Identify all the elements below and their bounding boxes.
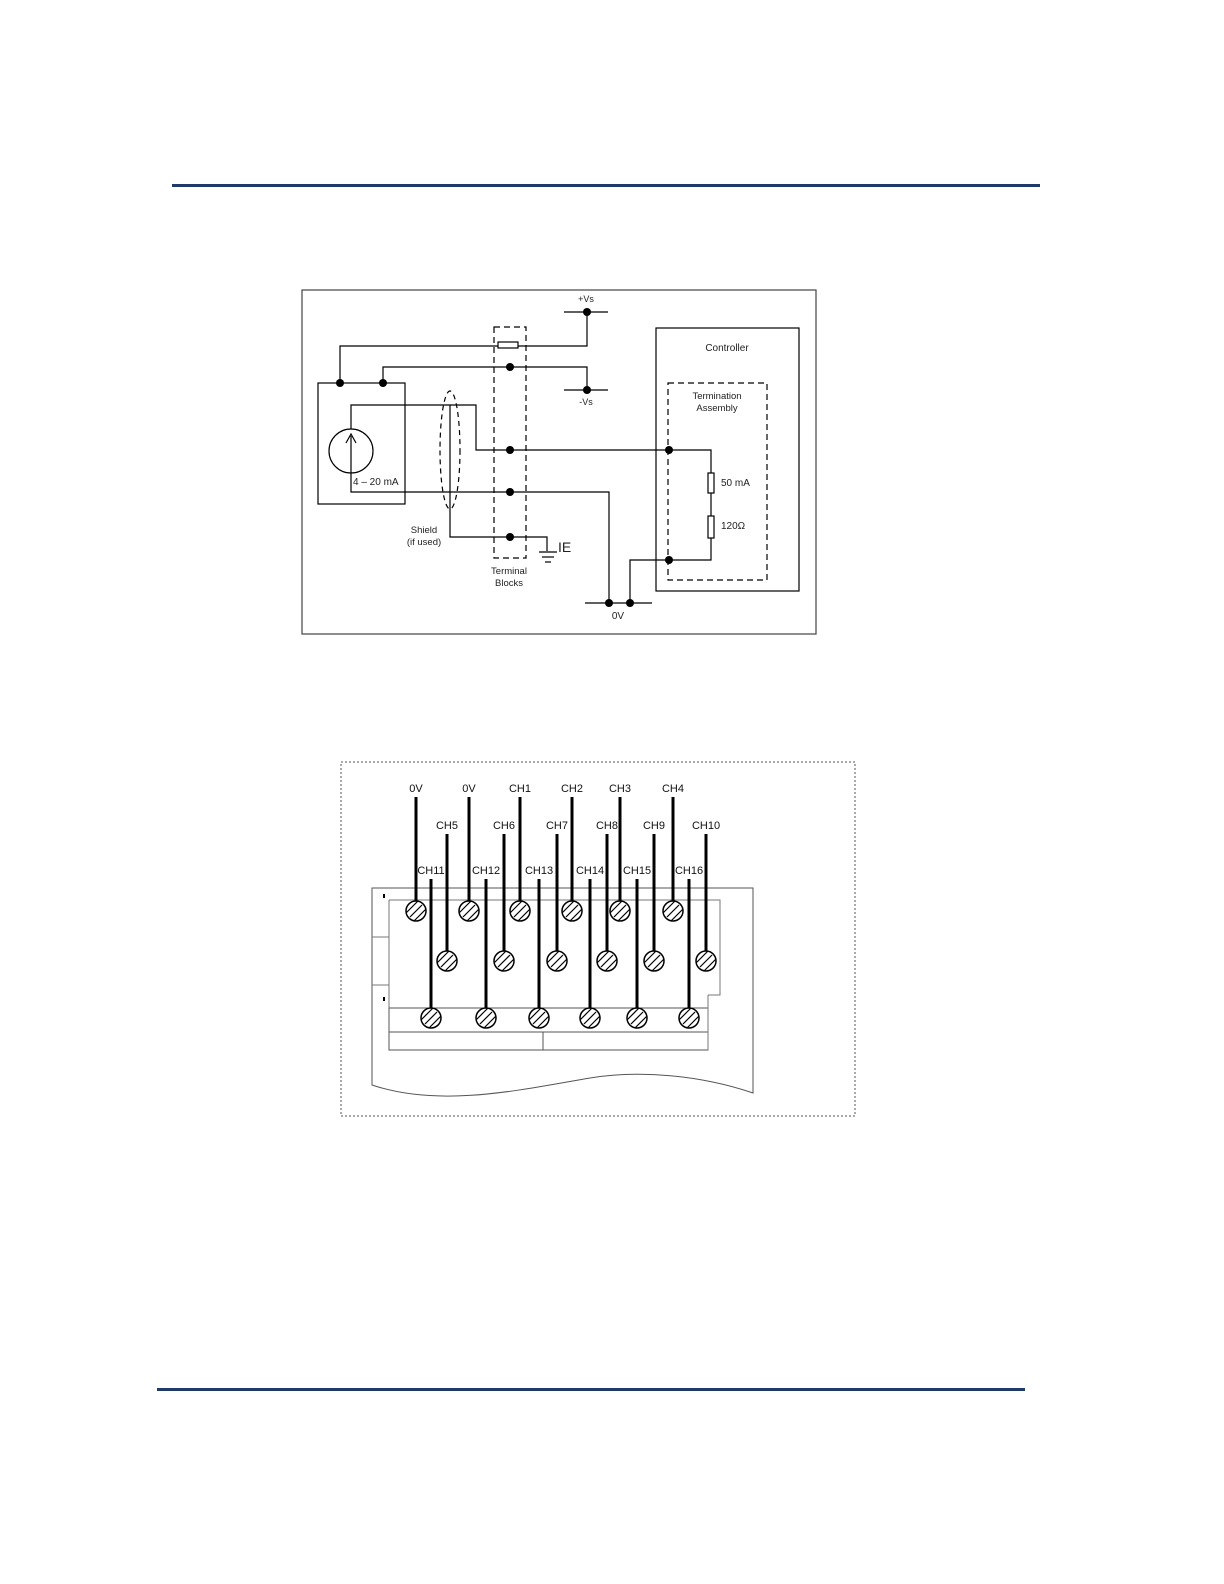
shield-label-2: (if used) xyxy=(407,537,441,548)
wiring-diagram xyxy=(302,290,816,634)
shield-label-1: Shield xyxy=(411,525,437,536)
figure-frame xyxy=(302,290,816,634)
terminal-blocks-label-1: Terminal xyxy=(491,566,527,577)
controller-label: Controller xyxy=(705,343,749,354)
fuse-symbol xyxy=(708,473,714,493)
resistor-symbol xyxy=(708,516,714,538)
terminal-label-middle: CH5 xyxy=(436,820,458,832)
terminal-label-middle: CH9 xyxy=(643,820,665,832)
terminal-label-bottom: CH15 xyxy=(623,865,651,877)
terminal-label-bottom: CH12 xyxy=(472,865,500,877)
terminal-label-top: CH1 xyxy=(509,783,531,795)
terminal-label-bottom: CH11 xyxy=(417,865,444,877)
terminal-diagram xyxy=(341,762,855,1116)
supply-negative-label: -Vs xyxy=(579,397,593,407)
terminal-label-top: 0V xyxy=(409,783,423,795)
terminal-label-top: 0V xyxy=(462,783,476,795)
figure-frame-2 xyxy=(341,762,855,1116)
terminal-label-middle: CH6 xyxy=(493,820,515,832)
terminal-label-top: CH2 xyxy=(561,783,583,795)
terminal-label-top: CH3 xyxy=(609,783,631,795)
terminal-label-top: CH4 xyxy=(662,783,684,795)
termination-assembly-label-1: Termination xyxy=(692,391,741,402)
source-label: 4 – 20 mA xyxy=(353,477,399,488)
terminal-label-bottom: CH13 xyxy=(525,865,553,877)
terminal-blocks-label-2: Blocks xyxy=(495,578,523,589)
terminal-label-middle: CH10 xyxy=(692,820,720,832)
supply-positive-label: +Vs xyxy=(578,294,594,304)
controller-box xyxy=(656,328,799,591)
terminal-fuse xyxy=(498,342,518,348)
terminal-label-bottom: CH14 xyxy=(576,865,604,877)
earth-label: IE xyxy=(558,539,571,555)
termination-assembly-label-2: Assembly xyxy=(696,403,737,414)
terminal-label-bottom: CH16 xyxy=(675,865,703,877)
terminal-blocks-outline xyxy=(494,327,526,558)
junction-dots xyxy=(336,308,673,607)
zero-volt-label: 0V xyxy=(612,611,625,622)
resistor-label: 120Ω xyxy=(721,521,746,532)
terminal-label-middle: CH7 xyxy=(546,820,568,832)
terminal-label-middle: CH8 xyxy=(596,820,618,832)
terminal-housing xyxy=(372,888,753,1096)
footer-rule xyxy=(157,1388,1025,1391)
fuse-rating-label: 50 mA xyxy=(721,478,750,489)
